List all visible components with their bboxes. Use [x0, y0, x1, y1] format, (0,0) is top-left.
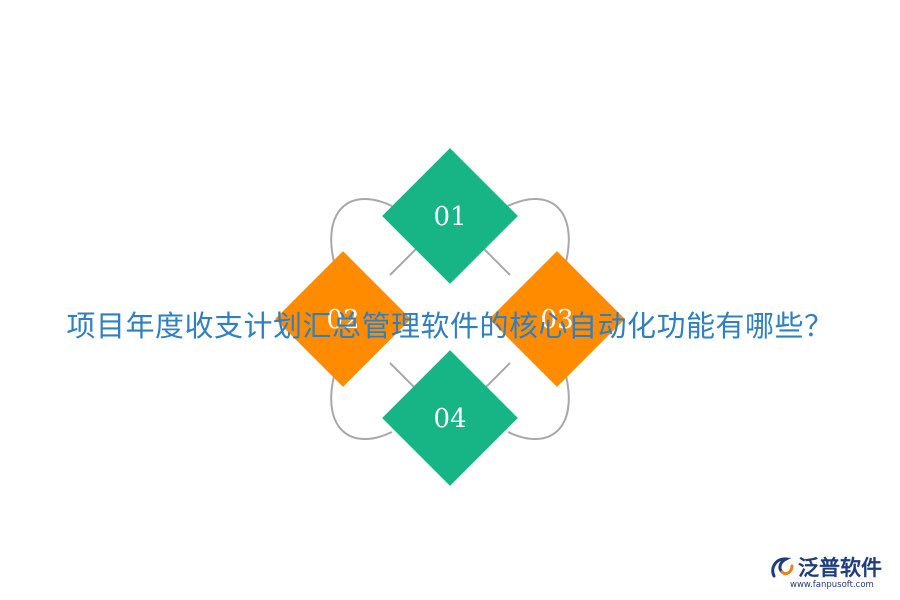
line-bottom-left: [389, 362, 418, 391]
node-04-label: 04: [433, 404, 466, 434]
curve-top-left: [330, 198, 393, 263]
connector-curves: [330, 198, 570, 440]
curve-bottom-left: [330, 375, 393, 440]
logo-name: 泛普软件: [798, 556, 882, 580]
node-01-label: 01: [433, 202, 466, 232]
node-03: 03: [489, 251, 625, 387]
line-bottom-right: [482, 362, 511, 391]
brand-logo: 泛普软件 www.fanpusoft.com: [768, 552, 893, 594]
logo-swirl-icon: [771, 557, 794, 578]
node-04-shape: [382, 350, 518, 486]
page-title: 项目年度收支计划汇总管理软件的核心自动化功能有哪些？: [66, 309, 834, 343]
connector-lines: [389, 247, 511, 391]
logo-url: www.fanpusoft.com: [790, 580, 874, 590]
line-top-left: [389, 247, 418, 276]
node-03-shape: [489, 251, 625, 387]
curve-bottom-right: [507, 375, 570, 440]
node-02-shape: [275, 251, 411, 387]
node-03-label: 03: [540, 305, 573, 335]
curve-top-right: [507, 198, 570, 263]
node-04: 04: [382, 350, 518, 486]
line-top-right: [482, 247, 511, 276]
node-02-label: 02: [326, 305, 359, 335]
node-02: 02: [275, 251, 411, 387]
